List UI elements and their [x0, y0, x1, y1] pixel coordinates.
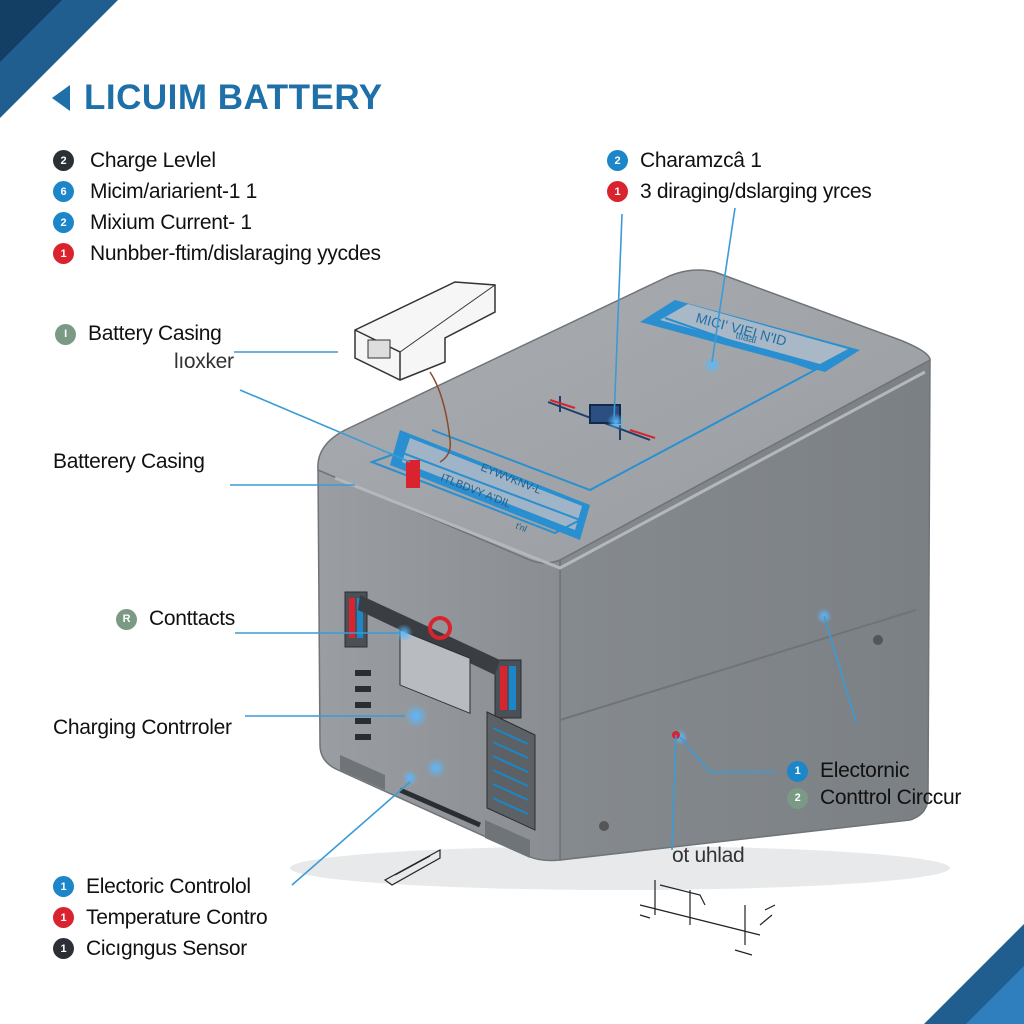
battery-top-rim: [334, 370, 926, 570]
callout-control-circuit: 2 Conttrol Circcur: [787, 786, 961, 810]
badge-blue: 6: [53, 181, 74, 202]
legend-label: Micim/ariarient-1 1: [90, 179, 258, 203]
connector-plug: [354, 281, 496, 488]
legend-item: 1 Cicıgngus Sensor: [53, 933, 267, 964]
badge-red: 1: [53, 907, 74, 928]
badge-dark: 1: [53, 938, 74, 959]
battery-foot-left: [340, 755, 385, 790]
side-bolt-1: [599, 821, 609, 831]
callout-loxker: lıoxker: [174, 350, 234, 373]
callout-electronic: 1 Electornic: [787, 759, 910, 783]
badge-blue: 2: [607, 150, 628, 171]
leader-lines: [230, 207, 857, 886]
legend-label: Charamzcâ 1: [640, 148, 762, 172]
front-plate-line3: t'nl: [514, 521, 528, 534]
small-sketch-bottom: [383, 848, 441, 886]
callout-battery-casing-1: I Battery Casing: [55, 322, 222, 346]
battery-side-face: [559, 358, 931, 861]
legend-item: 2 Mixium Current- 1: [53, 207, 381, 238]
badge-green: R: [116, 608, 137, 630]
glow-contacts: [395, 624, 413, 642]
back-arrow-icon: [52, 85, 70, 111]
legend-item: 2 Charge Levlel: [53, 145, 381, 176]
battery-foot-right: [485, 820, 530, 858]
legend-item: 2 Charamzcâ 1: [607, 145, 872, 176]
badge-red: 1: [607, 181, 628, 202]
connector-red-terminal: [406, 460, 420, 488]
glow-controller: [404, 704, 428, 728]
badge-red: 1: [53, 243, 74, 264]
legend-label: Temperature Contro: [86, 905, 268, 929]
legend-item: 1 Temperature Contro: [53, 902, 268, 933]
legend-item: 1 Nunbber-ftim/dislaraging yycdes: [53, 238, 381, 269]
callout-label: Battery Casing: [88, 322, 222, 345]
legend-label: 3 diraging/dslarging yrces: [640, 179, 872, 203]
top-label-line2: ttiaal: [734, 330, 757, 346]
legend-label: Nunbber-ftim/dislaraging yycdes: [90, 241, 381, 265]
corner-decoration-top-left-dark: [0, 0, 62, 62]
legend-label: Electoric Controlol: [86, 874, 251, 898]
side-bolt-2: [873, 635, 883, 645]
badge-blue: 2: [53, 212, 74, 233]
legend-label: Charge Levlel: [90, 148, 216, 172]
dimension-sketch: [639, 880, 776, 956]
glow-top-schematic: [607, 413, 625, 431]
contacts-red-indicator: [428, 616, 452, 640]
callout-label: Conttrol Circcur: [820, 786, 962, 809]
front-panel-right: [486, 711, 536, 831]
legend-top-left: 2 Charge Levlel 6 Micim/ariarient-1 1 2 …: [53, 145, 381, 269]
callout-label: Electornic: [820, 759, 910, 782]
badge-green: 2: [787, 787, 808, 809]
legend-item: 1 Electoric Controlol: [53, 871, 267, 902]
legend-bottom-left: 1 Electoric Controlol 1 Temperature Cont…: [53, 871, 268, 964]
battery-side-ridge: [559, 609, 917, 721]
glow-top-plate: [703, 356, 721, 374]
legend-item: 1 3 diraging/dslarging yrces: [607, 176, 872, 207]
callout-label: Conttacts: [149, 607, 236, 630]
callout-contacts: R Conttacts: [116, 607, 235, 631]
callout-battery-casing-2: Batterery Casing: [53, 450, 205, 473]
battery-shadow: [290, 846, 950, 890]
legend-top-right: 2 Charamzcâ 1 1 3 diraging/dslarging yrc…: [607, 145, 872, 207]
legend-item: 6 Micim/ariarient-1 1: [53, 176, 381, 207]
badge-dark: 2: [53, 150, 74, 171]
glow-bottom-2: [426, 758, 446, 778]
front-vent-slots: [355, 670, 371, 740]
glow-bottom-1: [402, 770, 418, 786]
badge-blue: 1: [53, 876, 74, 897]
page-title: LICUIM BATTERY: [52, 78, 383, 118]
page-title-text: LICUIM BATTERY: [84, 78, 383, 117]
badge-green: I: [55, 323, 76, 345]
badge-blue: 1: [787, 760, 808, 782]
callout-charging-controller: Charging Contrroler: [53, 716, 232, 739]
legend-label: Cicıgngus Sensor: [86, 936, 247, 960]
corner-decoration-bottom-right-light: [966, 966, 1024, 1024]
callout-ot-uhlad: ot uhlad: [672, 844, 745, 867]
legend-label: Mixium Current- 1: [90, 210, 252, 234]
